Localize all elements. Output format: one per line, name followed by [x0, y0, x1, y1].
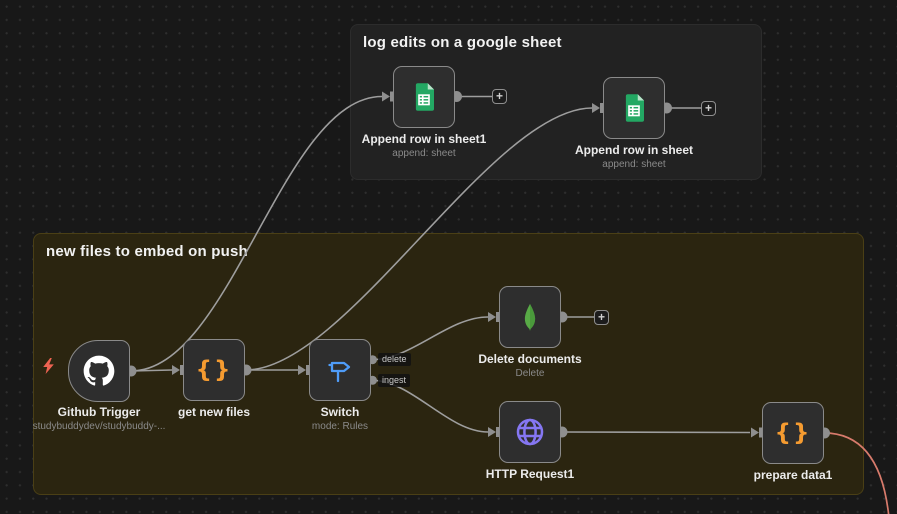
github-icon	[83, 355, 115, 386]
node-title: Github Trigger	[57, 405, 141, 419]
switch-output-label-ingest: ingest	[378, 374, 411, 387]
node-subtitle: Delete	[515, 368, 545, 379]
node-title: Append row in sheet	[574, 143, 693, 157]
node-title: Delete documents	[478, 352, 582, 366]
add-node-button[interactable]: +	[492, 89, 507, 104]
edge-preparedata-offscreen-highlighted[interactable]	[823, 432, 890, 514]
edge-http-to-preparedata[interactable]	[561, 431, 751, 434]
node-prepare-data1[interactable]: {}	[762, 402, 824, 464]
mongodb-leaf-icon	[524, 303, 536, 331]
node-append-row-in-sheet1[interactable]	[393, 66, 455, 128]
input-port-prepare-data1[interactable]	[751, 427, 763, 438]
google-sheets-icon	[415, 83, 434, 111]
node-title: Append row in sheet1	[361, 132, 487, 146]
edge-getnewfiles-to-sheet[interactable]	[245, 107, 593, 371]
code-braces-icon: {}	[195, 356, 233, 383]
signpost-icon	[328, 361, 351, 383]
node-title: prepare data1	[753, 468, 833, 482]
node-subtitle: mode: Rules	[311, 421, 369, 432]
code-braces-icon: {}	[774, 419, 812, 446]
add-node-button[interactable]: +	[701, 100, 716, 116]
input-port-http-request1[interactable]	[488, 427, 500, 437]
node-switch[interactable]	[309, 339, 371, 401]
trigger-bolt-icon	[43, 358, 54, 374]
node-http-request1[interactable]	[499, 401, 561, 463]
node-title: Switch	[320, 405, 360, 419]
google-sheets-icon	[625, 94, 644, 122]
node-subtitle: append: sheet	[602, 159, 666, 170]
add-node-button[interactable]: +	[594, 309, 609, 325]
input-port-switch[interactable]	[298, 365, 310, 375]
group-title: new files to embed on push	[46, 243, 248, 260]
node-subtitle: append: sheet	[392, 148, 456, 159]
node-github-trigger[interactable]	[68, 340, 130, 402]
node-get-new-files[interactable]: {}	[183, 339, 245, 401]
node-append-row-in-sheet[interactable]	[603, 77, 665, 139]
input-port-append-row-sheet[interactable]	[592, 103, 604, 113]
input-port-get-new-files[interactable]	[172, 365, 184, 375]
node-title: HTTP Request1	[485, 467, 575, 481]
input-port-delete-documents[interactable]	[488, 312, 500, 322]
group-title: log edits on a google sheet	[363, 34, 562, 51]
globe-icon	[516, 418, 544, 446]
input-port-append-row-sheet1[interactable]	[382, 91, 394, 102]
node-delete-documents[interactable]	[499, 286, 561, 348]
sticky-group-new-files[interactable]: new files to embed on push	[33, 233, 864, 495]
edge-github-to-sheet1[interactable]	[130, 95, 383, 372]
switch-output-label-delete: delete	[378, 353, 411, 366]
node-subtitle: studybuddydev/studybuddy-...	[32, 421, 166, 432]
node-title: get new files	[177, 405, 251, 419]
